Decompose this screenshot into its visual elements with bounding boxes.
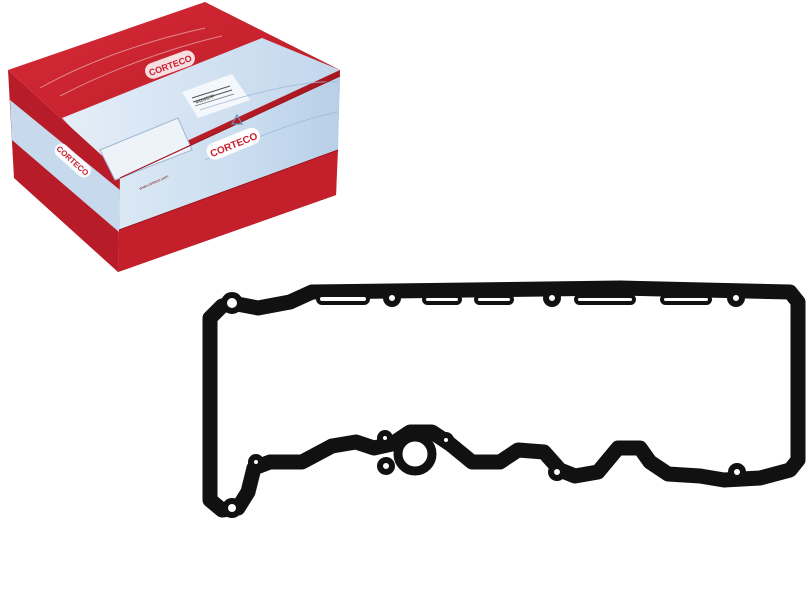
- gasket-hole: [727, 289, 745, 307]
- valve-cover-gasket: [202, 280, 806, 518]
- gasket-hole: [221, 292, 243, 314]
- gasket-outline: [202, 280, 806, 518]
- gasket-slot: [574, 294, 636, 305]
- gasket-central-ring: [393, 432, 437, 476]
- gasket-slot: [474, 294, 514, 305]
- gasket-hole: [383, 289, 401, 307]
- box-left-blue-band: [10, 100, 120, 232]
- recycle-icon: [230, 113, 244, 125]
- gasket-hole: [377, 430, 393, 446]
- gasket-hole: [543, 289, 561, 307]
- gasket-inner-edge: [221, 304, 787, 498]
- gasket-hole: [377, 457, 395, 475]
- gasket-slots: [316, 293, 712, 305]
- box-top-swoosh: [39, 27, 223, 97]
- box-top-label: [182, 74, 250, 118]
- gasket-hole: [438, 432, 454, 448]
- gasket-hole: [728, 463, 746, 481]
- gasket-bolt-holes: [221, 289, 746, 518]
- barcode-icon: [191, 85, 235, 107]
- gasket-slot: [316, 293, 370, 305]
- gasket-slot: [422, 294, 462, 305]
- gasket-hole: [222, 498, 242, 518]
- box-front-window: [99, 117, 193, 181]
- gasket-hole: [248, 454, 264, 470]
- box-front-red-strip: [118, 150, 338, 272]
- gasket-hole: [548, 463, 566, 481]
- corteco-box: CORTECO CORTECO CORTECO www.corteco.com …: [8, 2, 341, 272]
- gasket-slot: [660, 294, 712, 305]
